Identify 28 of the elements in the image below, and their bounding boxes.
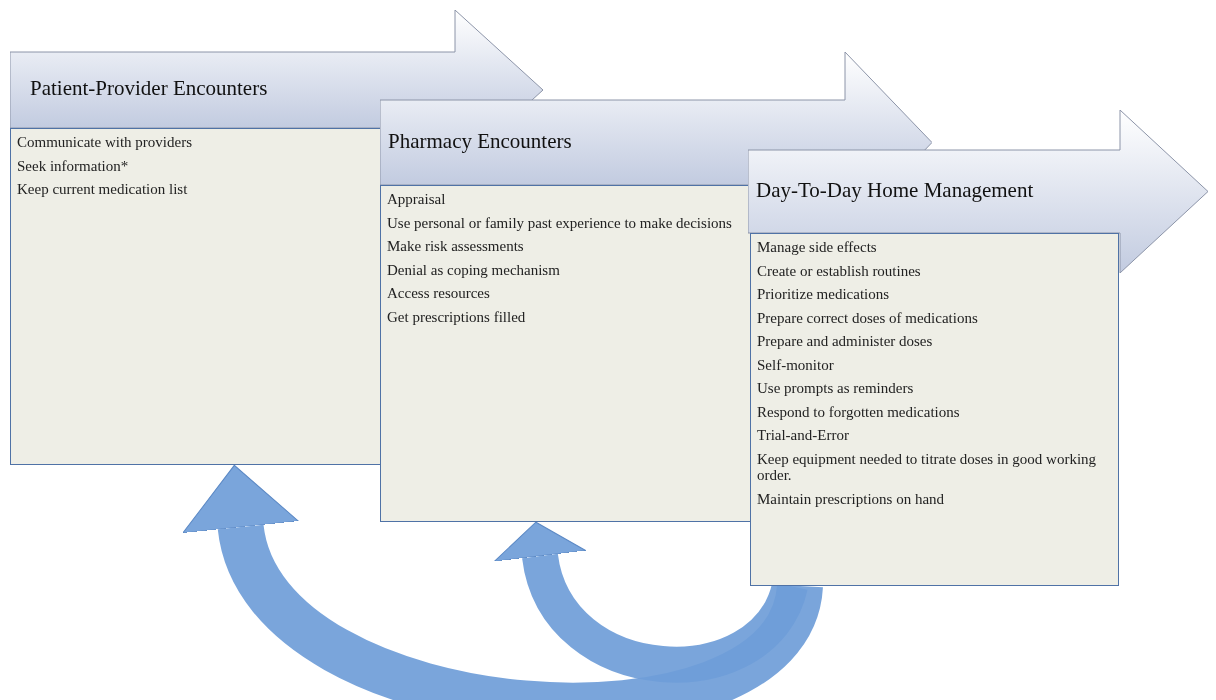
stage-heading: Day-To-Day Home Management [756,177,1034,203]
stage-heading: Pharmacy Encounters [388,128,572,154]
list-item: Use personal or family past experience to make decisions [387,214,733,231]
list-item: Access resources [387,285,491,302]
list-item: Trial-and-Error [757,427,850,444]
list-box [10,128,382,465]
list-item: Keep current medication list [17,181,189,198]
list-item: Use prompts as reminders [757,380,915,397]
list-item: Appraisal [387,191,447,208]
list-item: Prioritize medications [757,286,891,303]
list-item: Get prescriptions filled [387,308,527,325]
list-item: Make risk assessments [387,238,525,255]
list-item: Self-monitor [757,356,835,373]
curved-arrow [494,522,807,682]
list-item: Manage side effects [757,239,878,256]
stage-heading: Patient-Provider Encounters [30,76,268,101]
list-item: Create or establish routines [757,262,922,279]
list-item: Seek information* [17,157,130,174]
list-item: Prepare correct doses of medications [757,309,979,326]
list-item: Prepare and administer doses [757,333,934,350]
list-box [750,233,1119,586]
curved-arrow [184,467,822,700]
list-item: Denial as coping mechanism [387,261,561,278]
list-item: Maintain prescriptions on hand [757,490,946,507]
list-box [380,185,752,522]
list-item: Keep equipment needed to titrate doses in good working order. [757,450,1098,484]
list-item: Respond to forgotten medications [757,403,961,420]
list-item: Communicate with providers [17,134,193,151]
